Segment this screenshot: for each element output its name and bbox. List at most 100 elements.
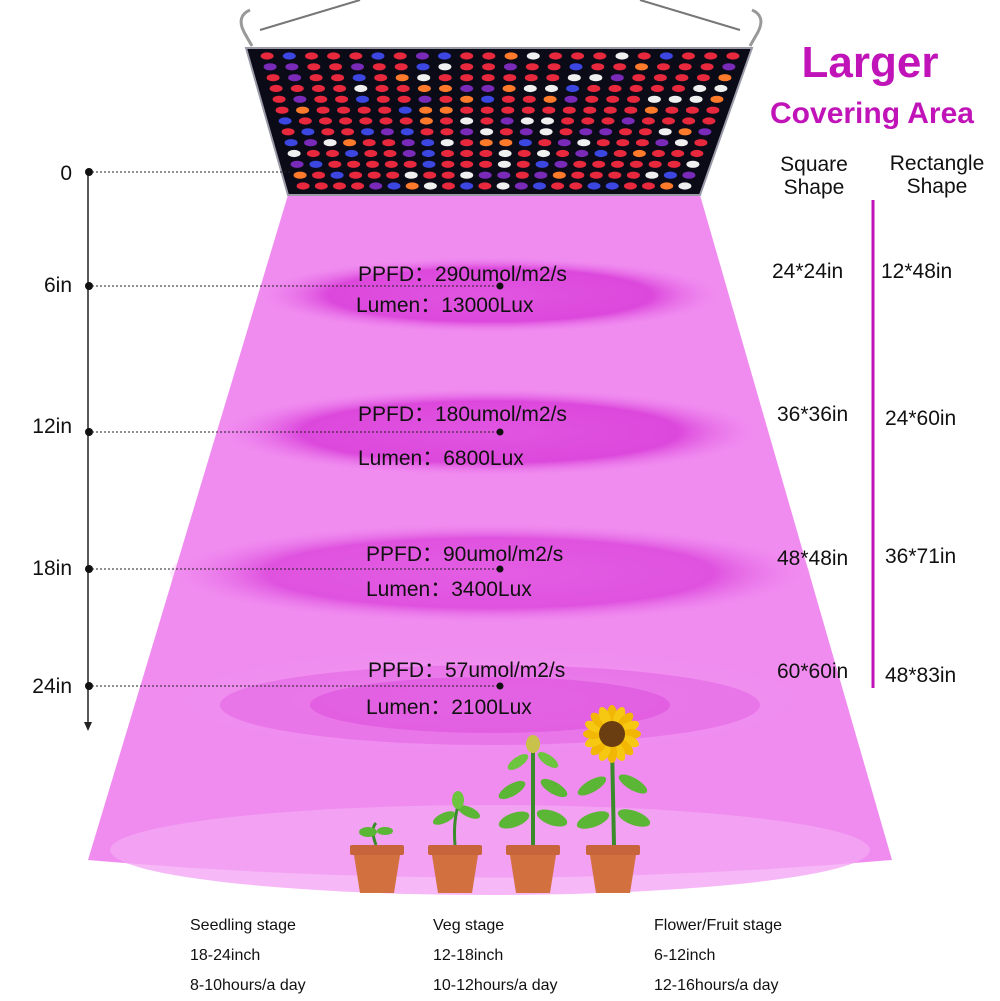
led-chip	[587, 182, 601, 190]
hanging-wires	[239, 0, 763, 47]
led-chip	[316, 106, 330, 114]
rect-size-12in: 24*60in	[885, 407, 957, 430]
led-chip	[519, 128, 533, 136]
led-chip	[704, 52, 718, 60]
led-chip	[678, 128, 692, 136]
led-chip	[541, 117, 554, 125]
led-chip	[543, 95, 557, 103]
led-chip	[542, 106, 556, 114]
led-chip	[397, 95, 411, 103]
depth-leader-end-dot	[496, 682, 504, 690]
led-chip	[327, 52, 341, 60]
led-chip	[423, 171, 437, 179]
stage-hours: 8-10hours/a day	[190, 977, 306, 994]
stage-name: Veg stage	[433, 917, 505, 934]
led-chip	[706, 106, 720, 114]
led-chip	[266, 74, 280, 82]
sprout-pot-icon	[428, 791, 482, 893]
led-chip	[601, 117, 615, 125]
led-chip	[549, 52, 562, 60]
stage-hours: 10-12hours/a day	[433, 977, 558, 994]
led-chip	[668, 95, 682, 103]
depth-scale-arrow	[84, 722, 92, 731]
led-chip	[278, 117, 292, 125]
led-chip	[644, 106, 658, 114]
led-chip	[272, 95, 286, 103]
led-chip	[647, 95, 661, 103]
led-chip	[526, 52, 540, 60]
depth-marker-dot	[85, 168, 93, 176]
led-chip	[562, 106, 576, 114]
led-chip	[304, 139, 318, 147]
led-chip	[393, 52, 407, 60]
led-chip	[564, 95, 578, 103]
rectangle-header-line2: Shape	[906, 175, 968, 198]
led-chip	[608, 84, 622, 93]
led-chip	[635, 63, 648, 71]
depth-label-12in: 12in	[32, 415, 72, 438]
led-chip	[330, 171, 344, 179]
led-chip	[583, 106, 597, 114]
led-chip	[398, 106, 412, 114]
led-chip	[605, 182, 619, 190]
led-chip	[402, 149, 416, 158]
led-chip	[587, 84, 601, 93]
stage-distance: 6-12inch	[654, 947, 716, 964]
led-chip	[675, 74, 689, 82]
led-chip	[539, 128, 553, 136]
led-chip	[501, 95, 515, 103]
led-chip	[561, 117, 575, 125]
rectangle-header-line1: Rectangle	[889, 152, 985, 175]
led-chip	[478, 171, 492, 179]
led-chip	[662, 117, 675, 125]
led-chip	[460, 171, 474, 179]
headline-larger: Larger	[801, 38, 939, 87]
led-chip	[632, 149, 646, 158]
led-chip	[524, 74, 538, 82]
led-chip	[384, 160, 398, 168]
led-chip	[656, 63, 670, 71]
led-chip	[613, 63, 627, 71]
led-chip	[537, 149, 550, 158]
depth-leader-end-dot	[496, 282, 504, 290]
led-chip	[356, 95, 369, 103]
led-chip	[401, 139, 415, 147]
depth-label-0: 0	[60, 162, 72, 185]
stage-veg: Veg stage 12-18inch 10-12hours/a day	[433, 911, 558, 1001]
led-chip	[694, 139, 708, 147]
led-chip	[592, 160, 606, 168]
led-chip	[579, 128, 593, 136]
led-chip	[514, 182, 528, 190]
led-chip	[328, 160, 342, 168]
led-chip	[460, 84, 474, 93]
led-chip	[439, 95, 453, 103]
led-chip	[420, 128, 434, 136]
led-chip	[497, 171, 511, 179]
led-chip	[422, 160, 436, 168]
led-chip	[667, 160, 681, 168]
square-size-12in: 36*36in	[777, 403, 849, 426]
led-chip	[480, 106, 494, 114]
led-chip	[638, 128, 652, 136]
square-shape-header: Square Shape	[762, 153, 866, 199]
led-chip	[312, 84, 325, 93]
depth-label-24in: 24in	[32, 675, 72, 698]
led-chip	[421, 139, 435, 147]
led-chip	[359, 117, 373, 125]
depth-marker-dot	[85, 428, 93, 436]
depth-marker-dot	[85, 682, 93, 690]
led-chip	[652, 149, 665, 158]
led-chip	[460, 74, 474, 82]
led-chip	[460, 63, 474, 71]
led-chip	[400, 128, 414, 136]
led-chip	[653, 74, 667, 82]
led-chip	[383, 149, 397, 158]
square-size-24in: 60*60in	[777, 660, 849, 683]
led-chip	[698, 128, 712, 136]
led-chip	[460, 95, 474, 103]
led-chip	[374, 74, 388, 82]
led-chip	[615, 52, 629, 60]
led-chip	[480, 128, 494, 136]
led-chip	[404, 171, 418, 179]
